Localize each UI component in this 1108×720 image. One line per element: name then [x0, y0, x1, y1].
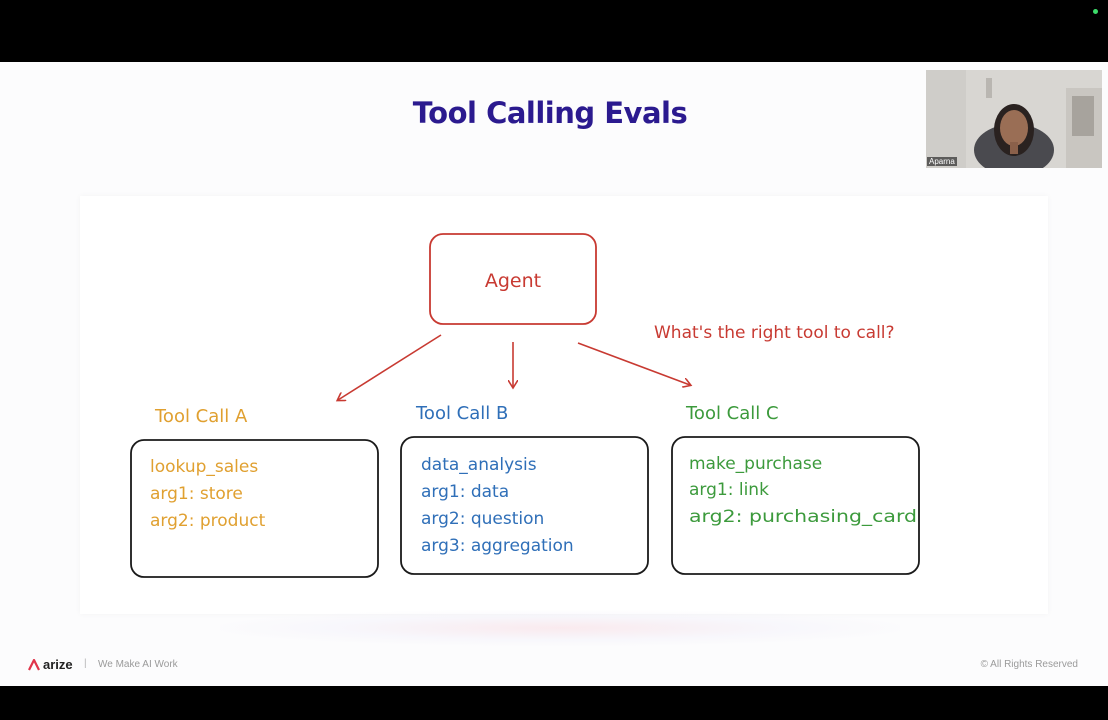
- tool-a-line: lookup_sales: [150, 457, 258, 477]
- tool-c-line: arg2: purchasing_card: [689, 507, 917, 527]
- tool-calling-diagram: Agent What's the right tool to call? Too…: [130, 233, 920, 578]
- brand-logo: arize: [28, 657, 73, 672]
- presentation-slide: Tool Calling Evals Agent What's the righ…: [0, 62, 1108, 686]
- recording-indicator-icon: [1093, 9, 1098, 14]
- agent-label: Agent: [485, 270, 541, 292]
- tool-b-line: data_analysis: [421, 455, 537, 475]
- tool-c-line: arg1: link: [689, 480, 769, 500]
- footer-tagline: We Make AI Work: [98, 659, 178, 670]
- tool-c-box: [671, 436, 920, 575]
- slide-title: Tool Calling Evals: [412, 96, 688, 130]
- tool-b-line: arg3: aggregation: [421, 536, 574, 556]
- participant-name: Aparna: [927, 157, 957, 166]
- tool-a-line: arg2: product: [150, 511, 266, 531]
- arize-logo-icon: [28, 658, 40, 670]
- arrow-to-tool-a: [338, 334, 442, 400]
- tool-b-line: arg1: data: [421, 482, 509, 502]
- tool-b-box: [400, 436, 649, 575]
- tool-a-box: [130, 439, 379, 578]
- tool-c-line: make_purchase: [689, 454, 822, 474]
- tool-b-line: arg2: question: [421, 509, 544, 529]
- footer-rights: © All Rights Reserved: [980, 659, 1078, 670]
- diagram-panel: [80, 196, 1048, 614]
- agent-node: [429, 233, 597, 325]
- question-annotation: What's the right tool to call?: [654, 323, 895, 343]
- decorative-glow: [220, 610, 900, 646]
- brand-name: arize: [43, 657, 73, 672]
- arrow-to-tool-c: [577, 342, 690, 385]
- tool-a-title: Tool Call A: [154, 406, 248, 427]
- footer-separator: |: [84, 658, 87, 669]
- webcam-thumbnail[interactable]: Aparna: [926, 70, 1102, 168]
- tool-a-line: arg1: store: [150, 484, 243, 504]
- presenter-video-icon: [926, 70, 1102, 168]
- tool-c-title: Tool Call C: [685, 403, 779, 424]
- tool-b-title: Tool Call B: [415, 403, 508, 424]
- slide-footer: arize | We Make AI Work © All Rights Res…: [0, 646, 1108, 686]
